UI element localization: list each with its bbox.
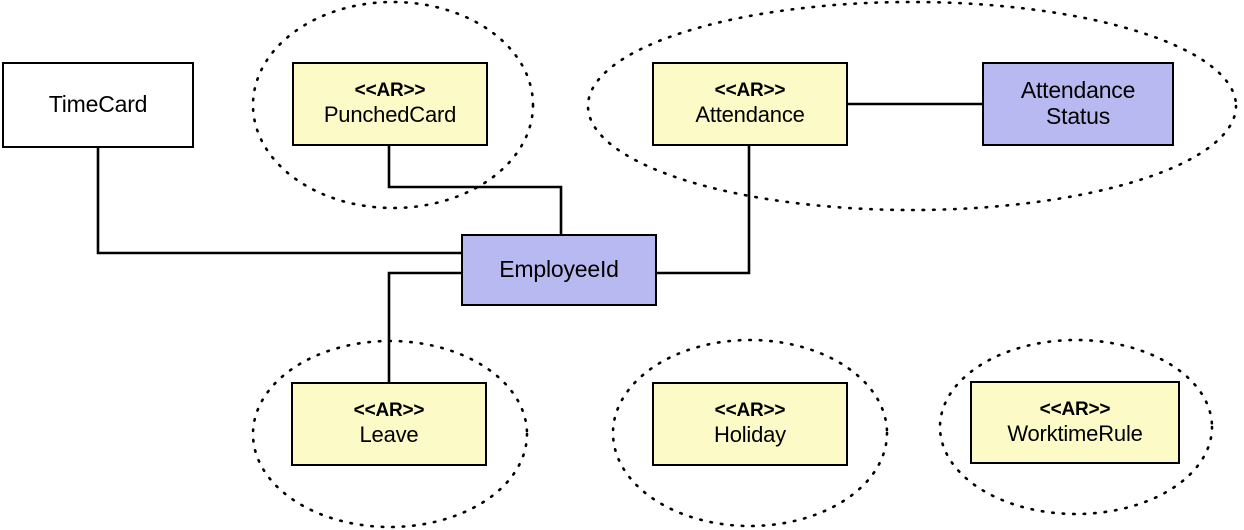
punchedcard-boundary <box>251 0 535 210</box>
stereotype-label: <<AR>> <box>353 400 425 422</box>
node-label: Attendance <box>695 102 805 128</box>
node-label: PunchedCard <box>323 102 457 128</box>
stereotype-label: <<AR>> <box>714 400 786 422</box>
node-label: TimeCard <box>48 91 148 118</box>
attendance-boundary <box>586 0 1238 212</box>
holiday-boundary <box>611 338 889 528</box>
node-employeeid[interactable]: EmployeeId <box>461 234 657 306</box>
connector-employeeid-leave <box>387 271 463 384</box>
node-holiday[interactable]: <<AR>>Holiday <box>652 382 848 466</box>
node-label: EmployeeId <box>499 256 619 283</box>
stereotype-label: <<AR>> <box>354 80 426 102</box>
node-timecard[interactable]: TimeCard <box>2 62 194 148</box>
node-label: Attendance Status <box>1020 77 1136 129</box>
node-label: Leave <box>359 422 419 448</box>
connector-attendance-employeeid <box>655 144 751 275</box>
worktimerule-boundary <box>938 338 1214 516</box>
node-leave[interactable]: <<AR>>Leave <box>291 382 487 466</box>
stereotype-label: <<AR>> <box>714 80 786 102</box>
node-label: Holiday <box>714 422 786 448</box>
node-punchedcard[interactable]: <<AR>>PunchedCard <box>292 62 488 146</box>
node-attendance[interactable]: <<AR>>Attendance <box>652 62 848 146</box>
connector-layer <box>96 102 984 384</box>
connector-timecard-employeeid <box>96 146 463 255</box>
node-attendancestatus[interactable]: Attendance Status <box>982 62 1174 146</box>
connector-punchedcard-employeeid <box>387 144 563 236</box>
node-worktimerule[interactable]: <<AR>>WorktimeRule <box>970 381 1180 464</box>
node-label: WorktimeRule <box>1007 420 1143 446</box>
stereotype-label: <<AR>> <box>1039 398 1111 420</box>
